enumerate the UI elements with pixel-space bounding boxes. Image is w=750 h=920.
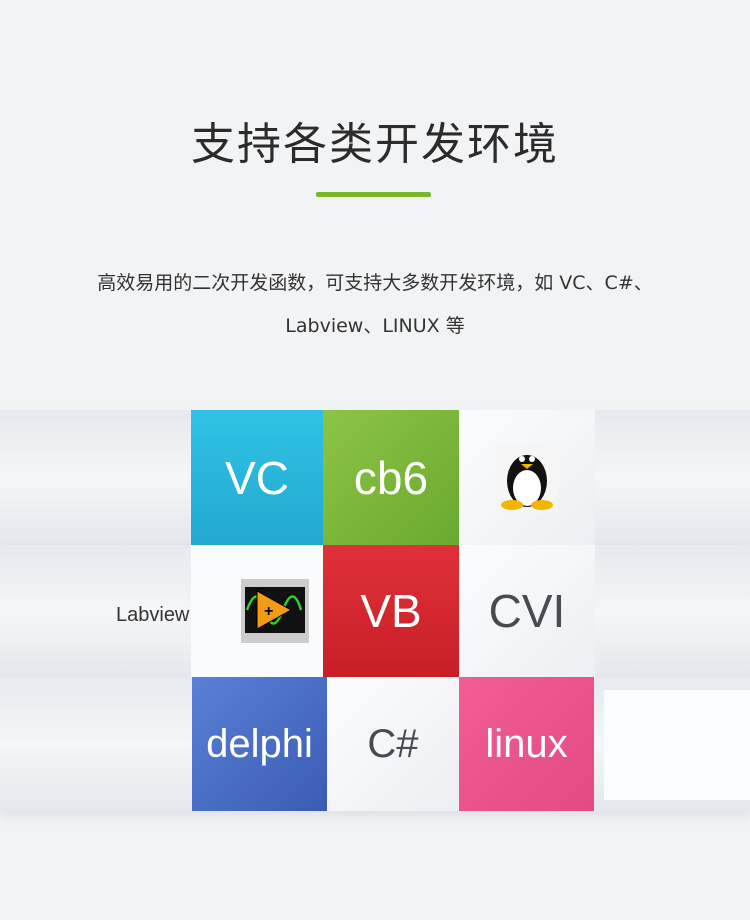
tile-cb6-label: cb6 [353, 451, 429, 504]
tile-linux-label: linux [485, 721, 568, 766]
svg-text:+: + [264, 603, 273, 620]
tile-delphi: delphi [192, 677, 327, 811]
tux-penguin-icon [496, 442, 558, 513]
tile-blank [604, 690, 750, 800]
labview-icon: + [241, 579, 309, 643]
tile-cvi-label: CVI [488, 585, 566, 637]
tile-csharp-label: C# [367, 721, 419, 766]
tile-vb: VB [323, 545, 459, 677]
tile-labview: + [191, 545, 323, 677]
tile-vc: VC [191, 410, 323, 545]
tile-delphi-label: delphi [206, 721, 313, 766]
tile-cb6: cb6 [323, 410, 459, 545]
tile-vb-label: VB [360, 585, 422, 637]
tile-csharp: C# [327, 677, 459, 811]
page-title: 支持各类开发环境 [191, 119, 559, 170]
labview-label: Labview [116, 604, 190, 626]
tile-vc-label: VC [225, 451, 289, 504]
description-line-1: 高效易用的二次开发函数，可支持大多数开发环境，如 VC、C#、 [97, 272, 653, 294]
tile-linux: linux [459, 677, 594, 811]
title-underline [316, 192, 431, 197]
tile-linux-penguin [459, 410, 595, 545]
tile-cvi: CVI [459, 545, 595, 677]
description-line-2: Labview、LINUX 等 [285, 315, 465, 337]
